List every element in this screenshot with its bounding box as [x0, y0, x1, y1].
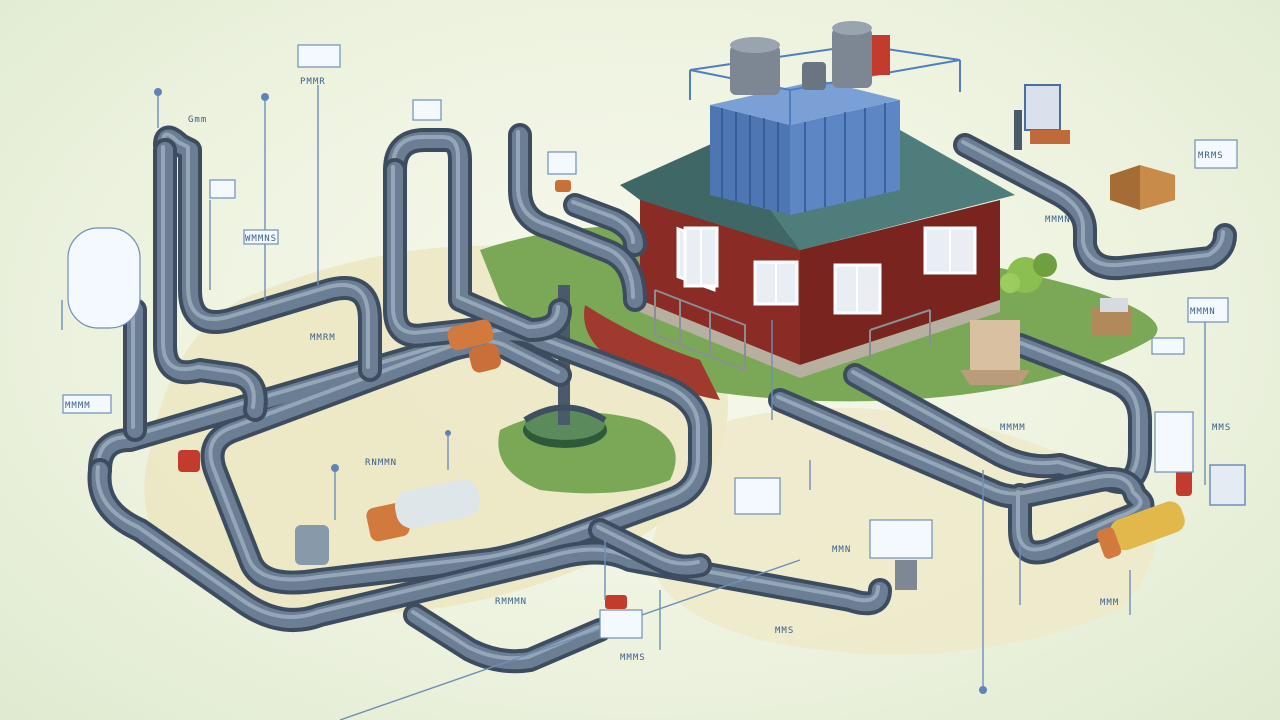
sign-box	[599, 609, 643, 639]
pipe-pipeOuterLoop	[87, 458, 892, 632]
tower-top	[710, 80, 900, 125]
pipe-valve	[555, 180, 571, 192]
label-lower: RNMMN	[365, 458, 397, 468]
sign-box	[67, 227, 141, 329]
label-mid: WMMNS	[245, 234, 277, 244]
label-left-panel: MMMM	[65, 401, 91, 411]
pipe-pipeU	[383, 128, 572, 342]
pipe-valve	[178, 450, 200, 472]
generator	[1092, 308, 1132, 336]
label-top-left: Gmm	[188, 115, 207, 125]
pipe-network	[87, 123, 1237, 674]
sign-box	[1154, 411, 1194, 473]
sign-box	[734, 477, 781, 515]
label-valve: MMN	[832, 545, 851, 555]
roof-tank	[832, 28, 872, 88]
sign-box	[1187, 297, 1229, 323]
pipe-pipeLeftRiser2	[153, 138, 268, 422]
label-right-1: MRMS	[1198, 151, 1224, 161]
tree	[1000, 273, 1020, 293]
pipe-valve	[605, 595, 627, 609]
pipe-pipeChimney	[508, 123, 647, 312]
sign-box	[1151, 337, 1185, 355]
pipe-pipeLeftRiser	[153, 125, 382, 382]
lawn-path	[584, 305, 720, 400]
meter-box	[895, 560, 917, 590]
pipe-pipeBottomStub	[588, 518, 712, 579]
label-center: MMRM	[310, 333, 336, 343]
label-right-4: MMS	[1212, 423, 1231, 433]
label-texts: Gmm PMMR MMMM WMMNS MMRM RNMMN RMMMN MRM…	[65, 77, 1231, 663]
sign-box	[209, 179, 236, 199]
house-foundation	[640, 300, 1000, 378]
roof-tank	[730, 45, 780, 95]
sign-box	[412, 99, 442, 121]
label-right-6: MMMN	[1045, 215, 1071, 225]
sign-box	[62, 394, 112, 414]
pipe-coupler-orange	[447, 319, 494, 351]
entrance-steps	[970, 320, 1020, 375]
roof-tank	[802, 62, 826, 90]
pipe-pipeChimney2	[563, 193, 647, 257]
pipe-pipeBottomBranch	[403, 603, 612, 674]
roof-tank-red	[872, 35, 890, 75]
leader-lines	[61, 85, 1206, 720]
pipe-pipeRightLower	[768, 388, 1155, 565]
pipe-coupler-light	[394, 479, 481, 529]
label-bottom-small: MMS	[775, 626, 794, 636]
fence	[654, 289, 931, 371]
label-right-2: MMMN	[1190, 307, 1216, 317]
label-right-3: MMMM	[1000, 423, 1026, 433]
label-bottom-center: MMMS	[620, 653, 646, 663]
sign-box	[869, 519, 933, 559]
pipe-valve	[1176, 468, 1192, 496]
sign-box	[243, 229, 279, 245]
pipe-pipeLeftVert	[123, 298, 147, 442]
pipe-coupler-yellow	[1110, 501, 1185, 551]
pipe-segment-red	[1030, 130, 1070, 144]
pipe-pipeRightTop	[953, 133, 1237, 281]
sign-box	[547, 151, 577, 175]
label-plates	[62, 44, 1238, 639]
sign-box	[1194, 139, 1238, 169]
label-bottom: RMMMN	[495, 597, 527, 607]
pipe-coupler-orange	[468, 343, 502, 373]
pipe-pipeU2	[383, 158, 482, 348]
sign-box	[297, 44, 341, 68]
sign-board	[1024, 84, 1061, 131]
utility-cabinet	[1209, 464, 1246, 506]
pipe-valve	[295, 525, 329, 565]
label-sign-top: PMMR	[300, 77, 326, 87]
label-right-5: MMM	[1100, 598, 1119, 608]
water-tower	[689, 21, 961, 215]
pipe-coupler-orange	[1096, 527, 1122, 559]
right-structures	[895, 84, 1246, 590]
tree	[1033, 253, 1057, 277]
